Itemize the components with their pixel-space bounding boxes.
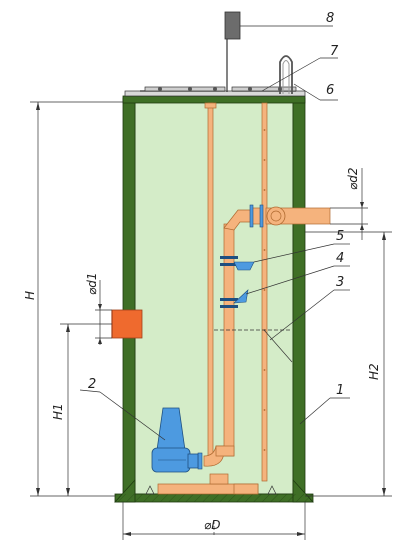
callout-3: 3 [263, 275, 350, 363]
dim-overall-height: H [23, 101, 123, 497]
dim-label-H1: H1 [51, 403, 65, 420]
dim-diameter: ⌀D [122, 502, 306, 540]
dim-label-d2: ⌀d2 [346, 168, 360, 190]
top-cover [124, 86, 306, 97]
dim-label-H2: H2 [367, 363, 381, 380]
tank [114, 95, 314, 503]
callout-8: 8 [240, 11, 334, 27]
control-panel-box [224, 11, 241, 40]
tank-top-rim [122, 95, 306, 104]
callout-label-5: 5 [336, 229, 344, 244]
callout-4: 4 [245, 251, 350, 295]
guide-rail [204, 102, 268, 482]
dim-d2: ⌀d2 [330, 168, 368, 240]
tank-wall-left [122, 97, 136, 497]
dim-d1: ⌀d1 [85, 273, 112, 345]
callout-label-4: 4 [336, 251, 344, 266]
callout-6: 6 [293, 83, 338, 101]
control-panel [224, 11, 241, 92]
callout-2: 2 [79, 377, 166, 441]
dim-h1: H1 [51, 323, 112, 496]
inlet-pipe [111, 309, 143, 339]
dim-label-D: ⌀D [204, 518, 220, 532]
dim-h2: H2 [305, 231, 392, 497]
callout-label-2: 2 [88, 377, 96, 392]
callout-label-3: 3 [336, 275, 344, 290]
callout-label-7: 7 [330, 44, 339, 59]
tank-wall-right [292, 97, 306, 497]
callout-1: 1 [299, 383, 350, 425]
callout-label-6: 6 [326, 83, 334, 98]
callout-5: 5 [253, 229, 350, 263]
vent-pipe [279, 55, 293, 94]
callout-label-1: 1 [336, 383, 344, 398]
discharge-pipe [197, 204, 331, 470]
dim-label-H: H [23, 291, 37, 300]
callout-label-8: 8 [326, 11, 334, 26]
base-frame [157, 473, 259, 495]
callout-7: 7 [261, 44, 339, 92]
dim-label-d1: ⌀d1 [85, 273, 99, 295]
